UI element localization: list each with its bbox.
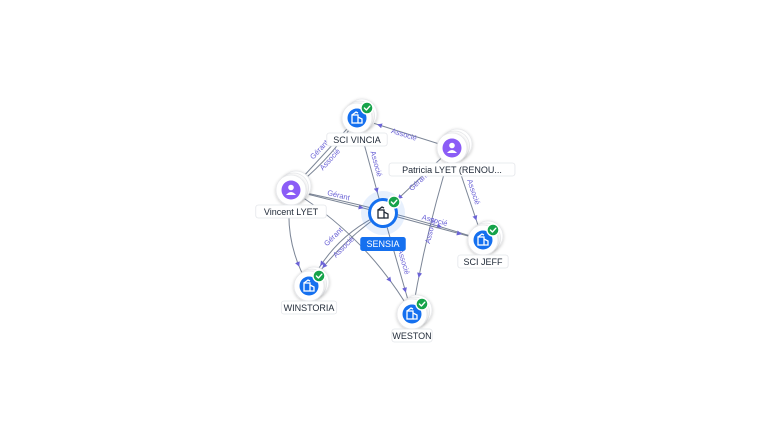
user-icon [286,184,296,195]
node-sci-jeff[interactable]: SCI JEFF [457,220,509,269]
check-badge-icon [312,269,326,283]
node-label: SENSIA [366,239,399,249]
edge-arrow [295,261,300,267]
node-weston[interactable]: WESTON [391,294,433,343]
edge-vincent-weston [290,189,413,315]
check-badge-icon [415,297,429,311]
node-label: Vincent LYET [264,207,319,217]
edge-label: Associé [390,126,418,142]
node-patricia-lyet-renou[interactable]: Patricia LYET (RENOU... [388,128,516,177]
node-sensia[interactable]: SENSIA [360,191,406,251]
user-icon [447,142,457,153]
check-badge-icon [387,195,401,209]
edge-arrow [456,230,462,236]
edge-arrow [436,223,443,229]
node-label-box [457,254,509,269]
node-winstoria[interactable]: WINSTORIA [280,266,338,315]
edge-arrow [402,287,407,293]
node-label-box [255,204,327,219]
edge-arrow [472,215,478,221]
graph-nodes: SCI VINCIA Patricia LYET (RENOU... Vincent… [255,98,516,343]
building-icon [406,307,418,320]
node-label-box [280,300,338,315]
node-vincent-lyet[interactable]: Vincent LYET [255,170,327,219]
edge-arrow [377,123,383,129]
node-disc [371,201,395,225]
node-label: Patricia LYET (RENOU... [402,165,502,175]
edge-arrow [417,272,423,278]
edge-line [290,189,413,315]
node-label: SCI VINCIA [333,135,381,145]
edge-arrow [386,276,392,283]
check-badge-icon [360,101,374,115]
node-label-box [326,132,388,147]
edge-arrow [320,260,326,266]
check-badge-icon [486,223,500,237]
edge-label: Associé [465,178,482,206]
node-label-box [391,328,433,343]
node-label: SCI JEFF [463,257,503,267]
building-icon [303,279,315,292]
node-label: WINSTORIA [284,303,335,313]
edge-label: Associé [396,248,412,276]
building-icon [351,111,363,124]
building-icon [377,206,389,219]
edge-arrow [373,187,379,193]
edge-arrow [358,204,364,210]
edge-arrow [322,262,328,269]
node-label-box [360,237,406,251]
node-label-box [388,162,516,177]
node-label: WESTON [392,331,431,341]
node-sci-vincia[interactable]: SCI VINCIA [326,98,388,147]
building-icon [477,233,489,246]
edge-label: Associé [368,150,384,178]
